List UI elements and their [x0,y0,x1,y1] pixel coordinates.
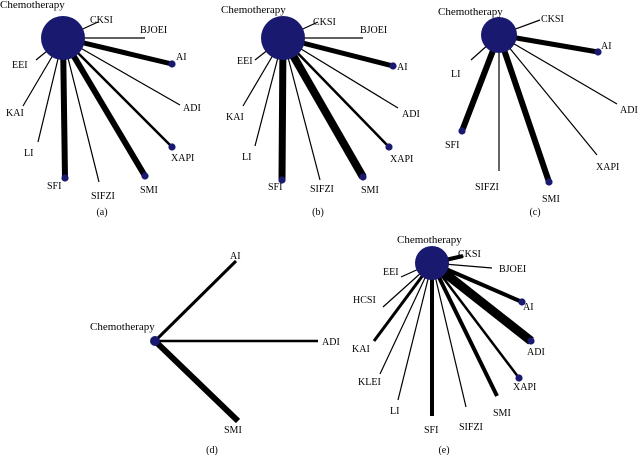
panel-c-label-smi: SMI [542,194,560,205]
panel-c-label-sifzi: SIFZI [475,182,499,193]
panel-e-label-cksi: CKSI [458,249,481,260]
panel-b-edge-smi [279,36,367,179]
panel-e-label-bjoei: BJOEI [499,264,526,275]
panel-d-label-ai: AI [230,251,241,262]
panel-a-edge-sfi [60,37,68,179]
panel-c-label-cksi: CKSI [541,14,564,25]
panel-e-edge-sifzi [431,262,467,408]
panel-e-label-smi: SMI [493,408,511,419]
panel-a-label-bjoei: BJOEI [140,25,167,36]
panel-a-label-xapi: XAPI [171,153,194,164]
panel-c-node-smi [545,178,553,186]
panel-c-caption: (c) [529,207,540,218]
panel-a-label-eei: EEI [12,60,28,71]
panel-b-hub-label: Chemotherapy [221,4,286,16]
panel-e-label-li: LI [390,406,399,417]
panel-b-label-sfi: SFI [268,182,282,193]
panel-e-node-adi [527,337,535,345]
panel-a-caption: (a) [96,207,107,218]
panel-e-label-hcsi: HCSI [353,295,376,306]
panel-e-node-ai [518,298,526,306]
panel-b-label-xapi: XAPI [390,154,413,165]
panel-a-label-adi: ADI [183,103,201,114]
panel-c-label-adi: ADI [620,105,638,116]
panel-b-edge-adi [282,37,399,109]
panel-c-hub-node [481,17,517,53]
panel-d-edge-ai [153,259,238,343]
panel-a-edge-smi [60,36,148,178]
panel-e-label-eei: EEI [383,267,399,278]
panel-e-edge-smi [430,262,499,397]
panel-a-label-smi: SMI [140,185,158,196]
panel-d-hub-label: Chemotherapy [90,321,155,333]
panel-a-label-cksi: CKSI [90,15,113,26]
panel-a-label-kai: KAI [6,108,24,119]
panel-e-label-xapi: XAPI [513,382,536,393]
panel-a-label-sfi: SFI [47,181,61,192]
panel-b-edge-sfi [278,37,287,181]
panel-b-edge-sifzi [282,37,321,181]
panel-e-label-sfi: SFI [424,425,438,436]
panel-e-edge-klei [379,262,433,375]
panel-a-node-ai [168,60,176,68]
panel-b-edge-xapi [282,37,390,148]
panel-b-node-sfi [278,176,286,184]
panel-e-label-kai: KAI [352,344,370,355]
panel-c-node-ai [594,48,602,56]
panel-a-label-ai: AI [176,52,187,63]
panel-c-label-xapi: XAPI [596,162,619,173]
panel-b-node-ai [389,62,397,70]
panel-d-hub-node [150,336,160,346]
panel-a-node-xapi [168,143,176,151]
panel-a-node-sfi [61,174,69,182]
panel-c-edge-smi [496,34,552,183]
panel-b-label-li: LI [242,152,251,163]
panel-b-hub-node [261,16,305,60]
panel-d-label-smi: SMI [224,425,242,436]
panel-e-hub-label: Chemotherapy [397,234,462,246]
panel-e-label-adi: ADI [527,347,545,358]
panel-a-label-li: LI [24,148,33,159]
panel-e-caption: (e) [438,445,449,455]
panel-a-hub-label: Chemotherapy [0,0,65,11]
panel-e-edge-adi [429,259,534,345]
panel-b-label-eei: EEI [237,56,253,67]
panel-b-caption: (b) [312,207,324,218]
panel-b-label-bjoei: BJOEI [360,25,387,36]
panel-b-label-sifzi: SIFZI [310,184,334,195]
panel-b-label-smi: SMI [361,185,379,196]
panel-e-node-xapi [515,374,523,382]
panel-a-node-smi [141,172,149,180]
panel-c-label-ai: AI [601,41,612,52]
panel-e-hub-node [415,246,449,280]
panel-d-edge-smi [152,338,241,424]
panel-b-node-smi [359,173,367,181]
panel-d-caption: (d) [206,445,218,455]
panel-e-label-ai: AI [523,302,534,313]
panel-e-edge-li [397,262,433,401]
panel-b-node-xapi [385,143,393,151]
panel-c-node-sfi [458,127,466,135]
panel-b-label-ai: AI [397,62,408,73]
panel-e-label-klei: KLEI [358,377,381,388]
panel-d-label-adi: ADI [322,337,340,348]
panel-e-label-sifzi: SIFZI [459,422,483,433]
panel-c-edge-adi [498,34,618,105]
panel-c-edge-xapi [498,34,598,156]
panel-a-hub-node [41,16,85,60]
panel-b-label-adi: ADI [402,109,420,120]
panel-c-label-sfi: SFI [445,140,459,151]
panel-c-hub-label: Chemotherapy [438,6,503,18]
panel-b-label-kai: KAI [226,112,244,123]
panel-a-edge-sifzi [62,37,100,183]
panel-a-edge-adi [62,37,181,106]
panel-b-label-cksi: CKSI [313,17,336,28]
panel-c-label-li: LI [451,69,460,80]
panel-e-edge-xapi [431,262,520,379]
panel-a-edge-xapi [62,37,173,148]
panel-a-label-sifzi: SIFZI [91,191,115,202]
